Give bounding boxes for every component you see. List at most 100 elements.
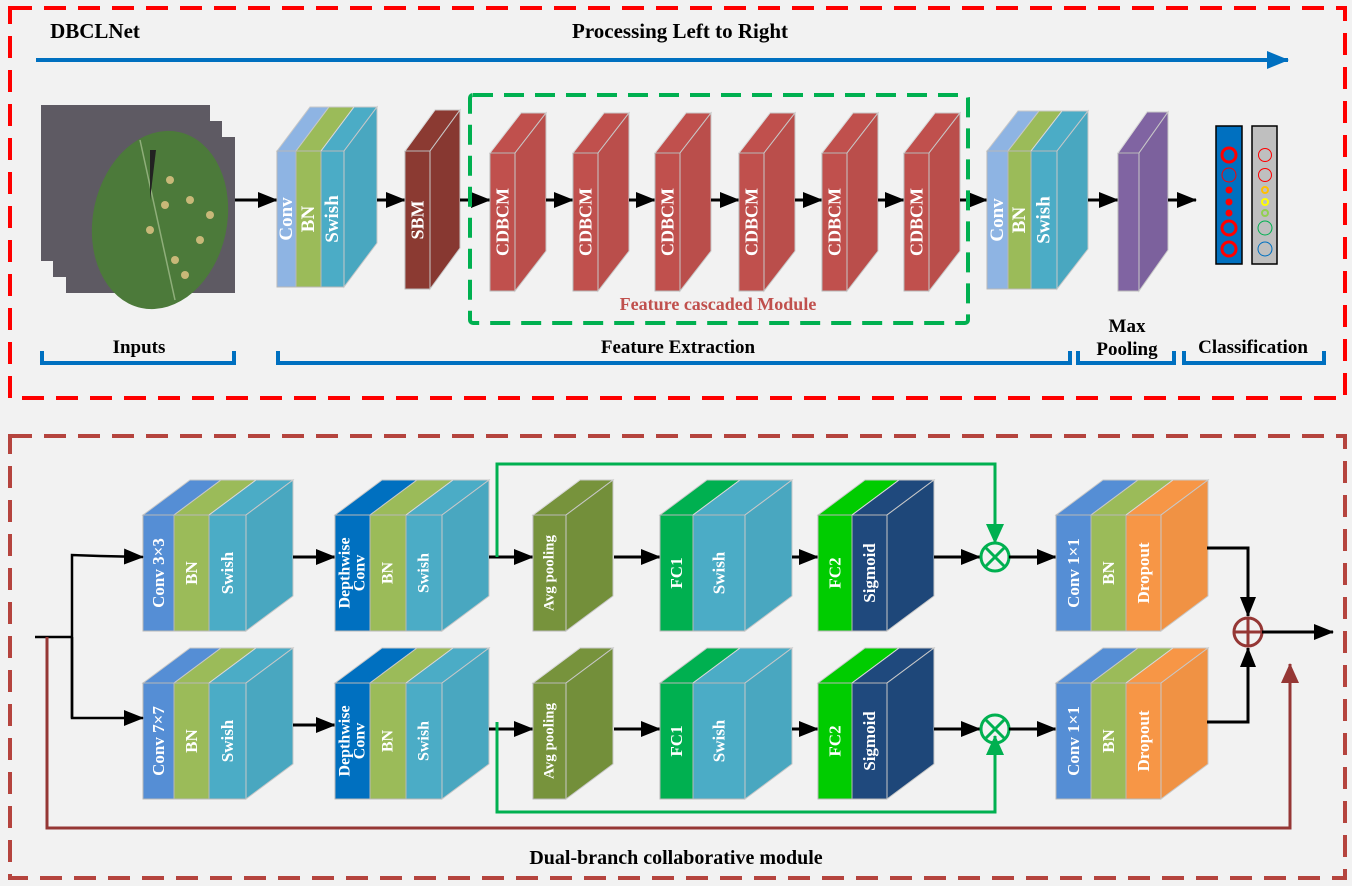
network-title: DBCLNet bbox=[50, 19, 140, 43]
block-side-face bbox=[928, 111, 961, 293]
block-side-face bbox=[597, 111, 630, 293]
block-side-face bbox=[886, 479, 935, 632]
layer-face bbox=[404, 150, 431, 290]
layer-face bbox=[659, 682, 694, 800]
probability-vector bbox=[1251, 125, 1278, 265]
layer-label: Depthwise bbox=[336, 537, 353, 608]
block-side-face bbox=[245, 647, 294, 800]
layer-label: FC1 bbox=[667, 725, 686, 756]
layer-face bbox=[1090, 514, 1127, 632]
layer-label: Conv bbox=[987, 198, 1008, 242]
class-neuron-icon bbox=[1257, 220, 1273, 236]
class-neuron-icon bbox=[1261, 186, 1269, 194]
neuron-icon bbox=[1225, 186, 1233, 194]
cdbcm-block-3: CDBCM bbox=[653, 111, 713, 293]
layer-face bbox=[405, 514, 443, 632]
layer-face bbox=[692, 514, 746, 632]
layer-face bbox=[369, 514, 407, 632]
leaf-icon bbox=[91, 130, 229, 310]
upper-fc1-block: FC1 Swish bbox=[658, 479, 794, 632]
block-side-face bbox=[679, 111, 712, 293]
neuron-icon bbox=[1220, 240, 1238, 258]
layer-label: Avg pooling bbox=[542, 535, 558, 611]
layer-label: BN bbox=[182, 560, 201, 584]
layer-label: CDBCM bbox=[825, 188, 845, 256]
block-side-face bbox=[565, 647, 614, 800]
layer-label: Conv 3×3 bbox=[149, 538, 168, 608]
module-label: Feature cascaded Module bbox=[620, 294, 817, 314]
layer-label: Conv 7×7 bbox=[149, 706, 168, 776]
layer-face bbox=[851, 514, 888, 632]
section-label-feature-extraction: Feature Extraction bbox=[601, 337, 756, 358]
layer-face bbox=[1055, 514, 1092, 632]
lower-attention-skip bbox=[495, 722, 1004, 814]
layer-face bbox=[334, 682, 371, 800]
layer-face bbox=[208, 514, 247, 632]
inputs-bracket bbox=[40, 351, 236, 365]
layer-label: Avg pooling bbox=[542, 703, 558, 779]
layer-label: Swish bbox=[710, 719, 729, 762]
layer-label: Conv bbox=[276, 197, 297, 241]
block-side-face bbox=[886, 647, 935, 800]
layer-face bbox=[817, 514, 853, 632]
cdbcm-block-5: CDBCM bbox=[820, 111, 880, 293]
layer-face bbox=[173, 682, 210, 800]
residual-connection bbox=[45, 637, 1299, 830]
max-pooling-block bbox=[1117, 110, 1169, 293]
input-leaf-images bbox=[41, 105, 235, 310]
layer-label: Swish bbox=[218, 719, 237, 762]
layer-label: Swish bbox=[416, 721, 433, 761]
section-label-classification: Classification bbox=[1198, 337, 1308, 358]
layer-label: CDBCM bbox=[576, 188, 596, 256]
feature-cascaded-module-frame bbox=[468, 93, 970, 325]
neuron-icon bbox=[1220, 146, 1238, 164]
class-neuron-icon bbox=[1261, 209, 1269, 217]
class-neuron-icon bbox=[1258, 168, 1272, 182]
layer-label: Swish bbox=[710, 551, 729, 594]
block-side-face bbox=[441, 479, 490, 632]
feature-extraction-bracket bbox=[276, 351, 1072, 365]
section-label-inputs: Inputs bbox=[113, 337, 166, 358]
class-neuron-icon bbox=[1258, 148, 1272, 162]
block-side-face bbox=[429, 108, 461, 291]
class-neuron-icon bbox=[1257, 241, 1273, 257]
layer-label: Conv bbox=[352, 555, 369, 591]
layer-label: CDBCM bbox=[907, 188, 927, 256]
lower-branch-output bbox=[1207, 647, 1256, 724]
layer-face bbox=[405, 682, 443, 800]
block-side-face bbox=[1056, 109, 1089, 291]
flow-label: Processing Left to Right bbox=[572, 19, 788, 43]
upper-attention-skip bbox=[495, 462, 1004, 557]
block-side-face bbox=[514, 111, 547, 293]
classification-bracket bbox=[1182, 351, 1326, 365]
layer-face bbox=[572, 152, 599, 292]
layer-face bbox=[1090, 682, 1127, 800]
layer-label: BN bbox=[380, 729, 397, 752]
layer-label: Swish bbox=[416, 553, 433, 593]
layer-label: FC1 bbox=[667, 557, 686, 588]
layer-label: Conv 1×1 bbox=[1064, 706, 1083, 776]
layer-face bbox=[489, 152, 516, 292]
branch-input-upper bbox=[70, 548, 144, 718]
layer-label: Dropout bbox=[1134, 542, 1153, 603]
layer-label: Conv 1×1 bbox=[1064, 538, 1083, 608]
block-side-face bbox=[1160, 479, 1209, 632]
block-side-face bbox=[744, 647, 793, 800]
upper-branch-output bbox=[1207, 546, 1256, 617]
section-label-max: Max bbox=[1109, 316, 1146, 337]
cdbcm-block-2: CDBCM bbox=[571, 111, 631, 293]
cdbcm-block-6: CDBCM bbox=[902, 111, 962, 293]
layer-label: Swish bbox=[322, 195, 343, 243]
layer-face bbox=[659, 514, 694, 632]
sum-icon bbox=[1232, 616, 1264, 648]
layer-face bbox=[1030, 150, 1058, 290]
branch-input-lower bbox=[70, 637, 144, 726]
layer-label: Swish bbox=[1034, 196, 1055, 244]
layer-label: Conv bbox=[352, 723, 369, 759]
block-side-face bbox=[1138, 110, 1169, 293]
